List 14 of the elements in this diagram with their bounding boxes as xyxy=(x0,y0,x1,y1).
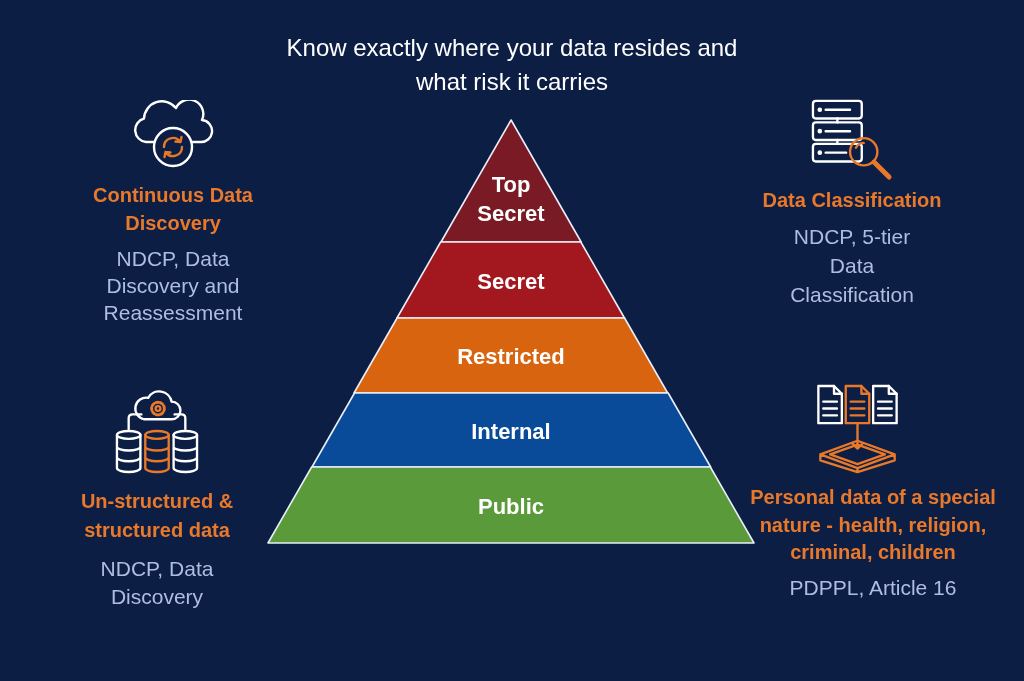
callout-heading: Personal data of a special nature - health, religion, criminal, children xyxy=(749,485,997,565)
callout-heading: Continuous Data Discovery xyxy=(92,183,254,236)
callout-heading: Un-structured & structured data xyxy=(79,489,235,543)
callout-text: NDCP, Data Discovery and Reassessment xyxy=(102,246,244,326)
tier-label: Internal xyxy=(471,417,551,446)
tier-label: Public xyxy=(478,492,544,521)
callout-text: NDCP, 5-tier Data Classification xyxy=(789,224,915,308)
tier-label: Restricted xyxy=(457,342,565,371)
tier-label: Secret xyxy=(477,267,545,296)
tier-label: Top Secret xyxy=(476,171,546,228)
title: Know exactly where your data resides and what risk it carries xyxy=(285,33,739,97)
callout-text: PDPPL, Article 16 xyxy=(789,574,957,601)
callout-text: NDCP, Data Discovery xyxy=(99,556,215,610)
callout-heading: Data Classification xyxy=(762,188,942,213)
